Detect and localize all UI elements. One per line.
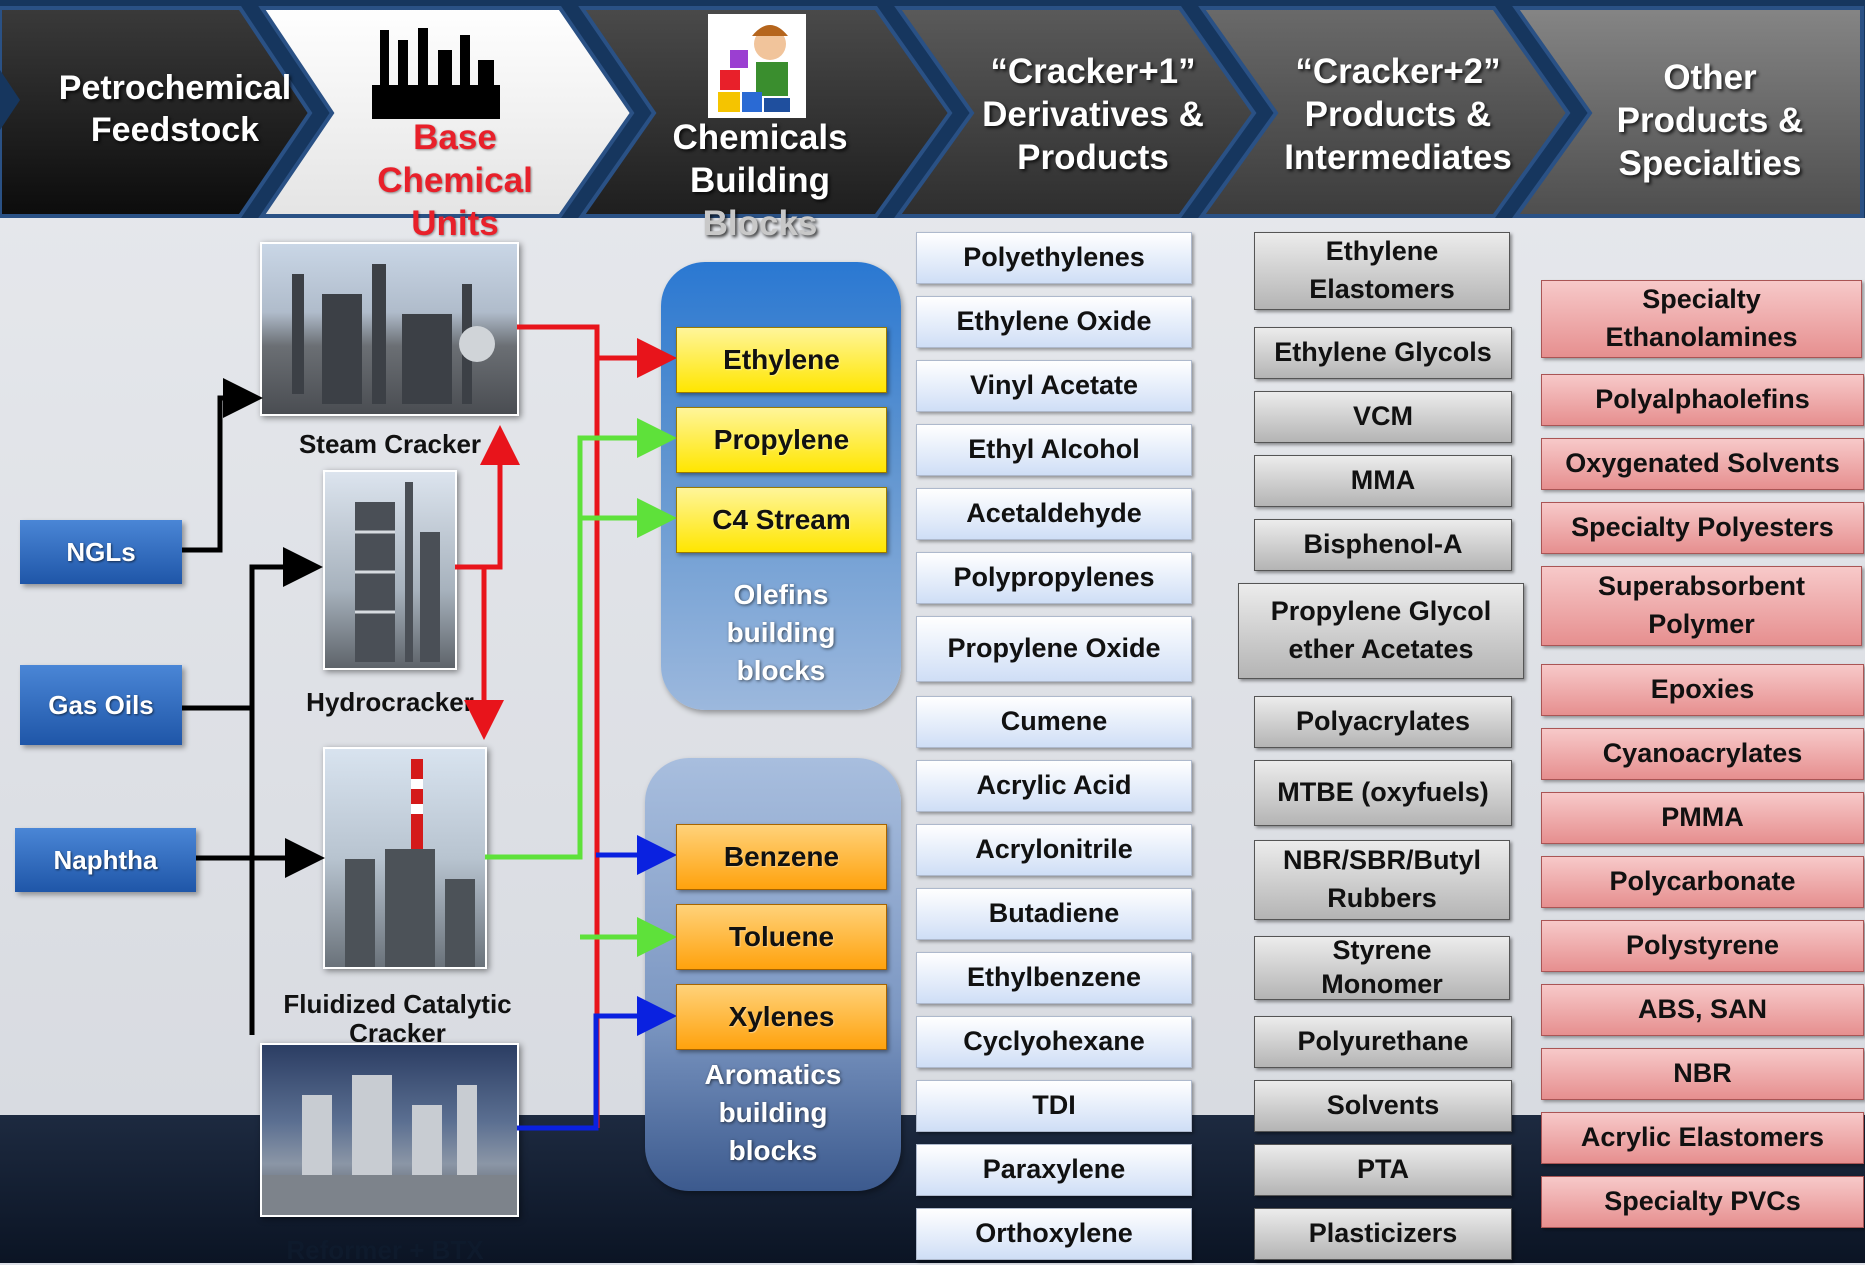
cracker2-item: PTA [1254, 1144, 1512, 1196]
feedstock-ngls: NGLs [20, 520, 182, 584]
cracker1-item: Cyclyohexane [916, 1016, 1192, 1068]
cracker1-item: Polyethylenes [916, 232, 1192, 284]
cracker1-item: Acrylic Acid [916, 760, 1192, 812]
specialty-item: PMMA [1541, 792, 1864, 844]
cracker1-item: Ethylene Oxide [916, 296, 1192, 348]
cracker1-item: Ethyl Alcohol [916, 424, 1192, 476]
specialty-item: ABS, SAN [1541, 984, 1864, 1036]
cracker2-item: MTBE (oxyfuels) [1254, 760, 1512, 826]
cracker1-item: Cumene [916, 696, 1192, 748]
specialty-item: Specialty PVCs [1541, 1176, 1864, 1228]
specialty-item: Specialty Polyesters [1541, 502, 1864, 554]
cracker1-item: TDI [916, 1080, 1192, 1132]
reformer-label: Reformer + BTX [286, 1235, 484, 1265]
cracker2-item: Bisphenol-A [1254, 519, 1512, 571]
specialty-item: Acrylic Elastomers [1541, 1112, 1864, 1164]
specialty-item: NBR [1541, 1048, 1864, 1100]
cracker1-item: Acetaldehyde [916, 488, 1192, 540]
stage-cracker1-title: “Cracker+1”Derivatives &Products [982, 52, 1204, 178]
specialty-item: Superabsorbent Polymer [1541, 566, 1862, 646]
fcc-photo [323, 747, 487, 969]
fcc-label: Fluidized Catalytic Cracker [283, 990, 512, 1042]
cracker2-item: MMA [1254, 455, 1512, 507]
feedstock-naphtha: Naphtha [15, 828, 196, 892]
chevron-specialties [1512, 6, 1864, 218]
chevron-cracker2 [1198, 6, 1571, 218]
cracker1-item: Orthoxylene [916, 1208, 1192, 1260]
cracker2-item: NBR/SBR/Butyl Rubbers [1254, 840, 1510, 920]
feedstock-gas-oils: Gas Oils [20, 665, 182, 745]
specialty-item: Cyanoacrylates [1541, 728, 1864, 780]
cracker1-item: Paraxylene [916, 1144, 1192, 1196]
cracker1-item: Polypropylenes [916, 552, 1192, 604]
stage-cracker2-title: “Cracker+2”Products &Intermediates [1284, 52, 1512, 178]
chevron-cracker1 [894, 6, 1257, 218]
cracker1-item: Vinyl Acetate [916, 360, 1192, 412]
cracker2-item: Styrene Monomer [1254, 936, 1510, 1000]
hydrocracker-photo [323, 470, 457, 670]
cracker2-item: VCM [1254, 391, 1512, 443]
block-c4-stream: C4 Stream [676, 487, 887, 553]
reformer-photo [260, 1043, 519, 1217]
steam-cracker-photo [260, 242, 519, 416]
hydrocracker-label: Hydrocracker [306, 687, 474, 717]
block-ethylene: Ethylene [676, 327, 887, 393]
specialty-item: Epoxies [1541, 664, 1864, 716]
cracker2-item: Ethylene Glycols [1254, 327, 1512, 379]
cracker1-item: Acrylonitrile [916, 824, 1192, 876]
cracker1-item: Butadiene [916, 888, 1192, 940]
specialty-item: Polystyrene [1541, 920, 1864, 972]
cracker2-item: Plasticizers [1254, 1208, 1512, 1260]
specialty-item: Specialty Ethanolamines [1541, 280, 1862, 358]
cracker2-item: Ethylene Elastomers [1254, 232, 1510, 310]
cracker2-item: Solvents [1254, 1080, 1512, 1132]
cracker1-item: Propylene Oxide [916, 616, 1192, 682]
header-chevrons [0, 0, 1865, 218]
cracker2-item: Polyurethane [1254, 1016, 1512, 1068]
cracker1-item: Ethylbenzene [916, 952, 1192, 1004]
block-xylenes: Xylenes [676, 984, 887, 1050]
steam-cracker-label: Steam Cracker [298, 429, 482, 459]
block-benzene: Benzene [676, 824, 887, 890]
specialty-item: Oxygenated Solvents [1541, 438, 1864, 490]
cracker2-item: Propylene Glycol ether Acetates [1238, 583, 1524, 679]
factory-silhouette-icon [372, 28, 500, 119]
specialty-item: Polyalphaolefins [1541, 374, 1864, 426]
specialty-item: Polycarbonate [1541, 856, 1864, 908]
block-toluene: Toluene [676, 904, 887, 970]
block-propylene: Propylene [676, 407, 887, 473]
chevron-feedstock [0, 6, 313, 218]
child-with-blocks-icon [708, 14, 806, 118]
cracker2-item: Polyacrylates [1254, 696, 1512, 748]
